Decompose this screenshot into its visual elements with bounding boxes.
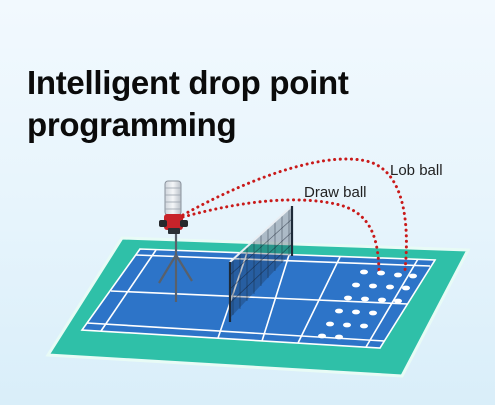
- page-heading: Intelligent drop point programming: [27, 62, 349, 146]
- drop-point-markers: [318, 269, 417, 340]
- lob-ball-label: Lob ball: [390, 162, 443, 179]
- net: [228, 205, 294, 322]
- draw-ball-label: Draw ball: [304, 184, 367, 201]
- shuttle-launcher: [158, 180, 193, 302]
- heading-line-1: Intelligent drop point: [27, 64, 349, 101]
- lob-ball-trajectory: [181, 157, 408, 272]
- court-lines: [80, 248, 437, 349]
- heading-line-2: programming: [27, 106, 237, 143]
- trajectories: [181, 157, 408, 272]
- draw-ball-trajectory: [181, 198, 381, 272]
